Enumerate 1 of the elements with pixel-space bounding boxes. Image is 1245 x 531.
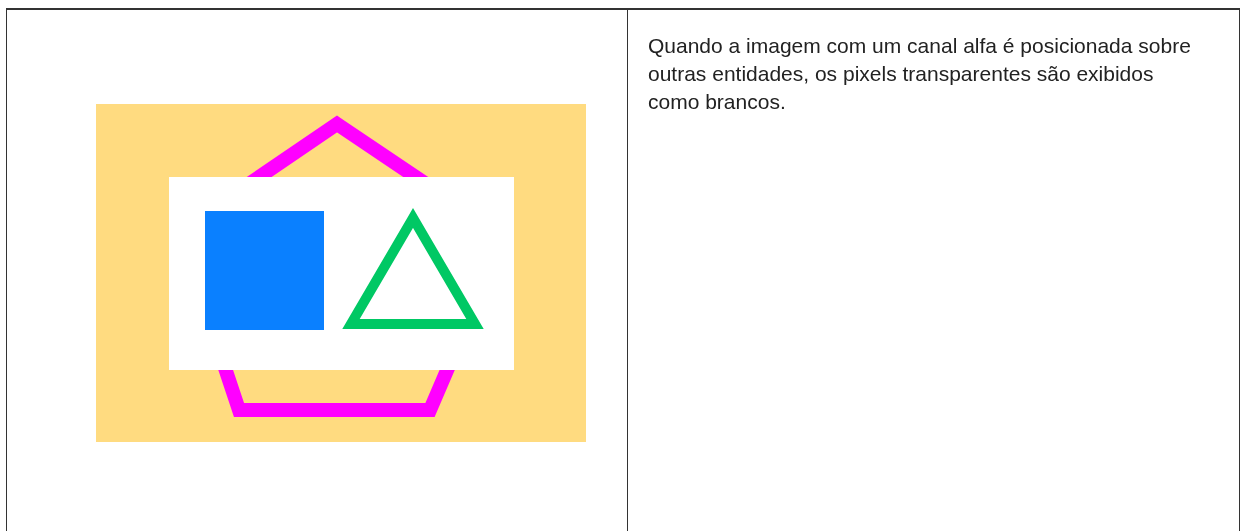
description-text: Quando a imagem com um canal alfa é posicionada sobre outras entidades, os pixels transparentes são exibidos como brancos.	[648, 33, 1192, 115]
